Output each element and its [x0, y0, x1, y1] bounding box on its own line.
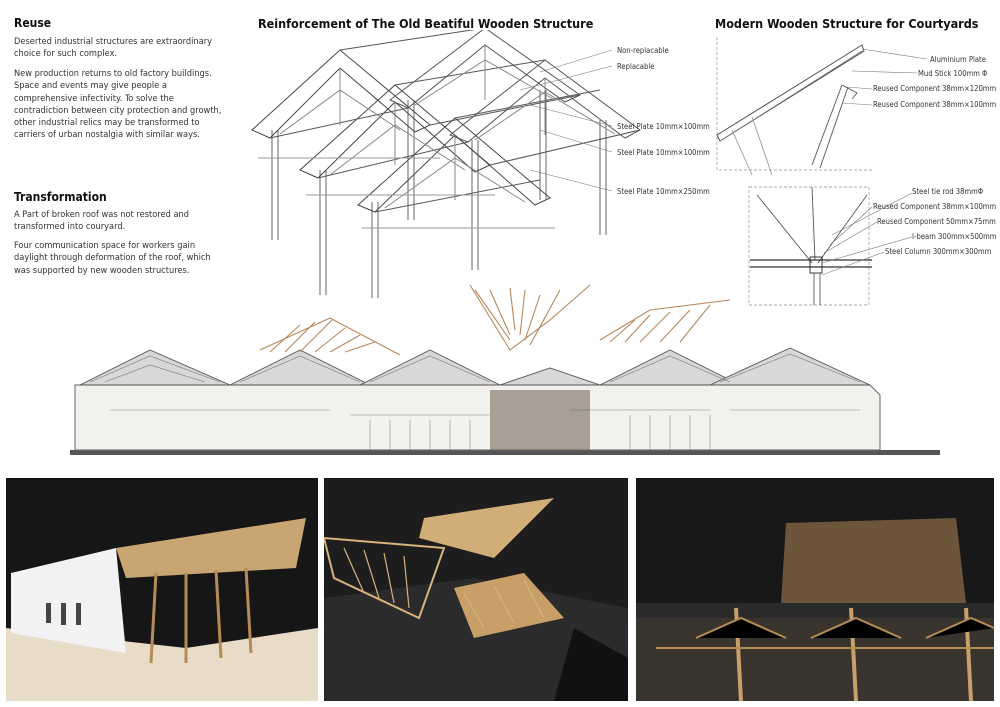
label-mud-stick: Mud Stick 100mm Φ — [918, 69, 988, 78]
label-i-beam: I-beam 300mm×500mm — [912, 232, 997, 241]
label-aluminium-plate: Aluminium Plate — [930, 55, 986, 64]
courtyard-structure-details — [716, 37, 928, 306]
label-steel-tie-rod: Steel tie rod 38mmΦ — [912, 187, 984, 196]
model-photo-2 — [324, 478, 628, 701]
label-reused-component-3: Reused Component 38mm×100mm — [873, 202, 997, 211]
label-steel-column: Steel Column 300mm×300mm — [885, 247, 992, 256]
label-steel-plate-1: Steel Plate 10mm×100mm — [617, 122, 710, 131]
label-non-replacable: Non-replacable — [617, 46, 669, 55]
reinforcement-title: Reinforcement of The Old Beatiful Wooden… — [258, 16, 594, 31]
transformation-heading: Transformation — [14, 190, 107, 204]
label-reused-component-2: Reused Component 38mm×100mm — [873, 100, 997, 109]
label-steel-plate-2: Steel Plate 10mm×100mm — [617, 148, 710, 157]
transformation-paragraph-1: A Part of broken roof was not restored a… — [14, 209, 190, 233]
label-steel-plate-3: Steel Plate 10mm×250mm — [617, 187, 710, 196]
label-replacable: Replacable — [617, 62, 655, 71]
building-section-perspective — [70, 284, 940, 455]
reuse-paragraph-2: New production returns to old factory bu… — [14, 68, 222, 141]
model-photo-1 — [6, 478, 318, 701]
model-photo-3 — [636, 478, 994, 701]
wooden-structure-axonometric — [251, 30, 641, 298]
label-reused-component-4: Reused Component 50mm×75mm — [877, 217, 996, 226]
reuse-paragraph-1: Deserted industrial structures are extra… — [14, 36, 213, 60]
modern-structure-title: Modern Wooden Structure for Courtyards — [715, 16, 979, 31]
transformation-paragraph-2: Four communication space for workers gai… — [14, 240, 211, 276]
reuse-heading: Reuse — [14, 16, 52, 30]
label-reused-component-1: Reused Component 38mm×120mm — [873, 84, 997, 93]
